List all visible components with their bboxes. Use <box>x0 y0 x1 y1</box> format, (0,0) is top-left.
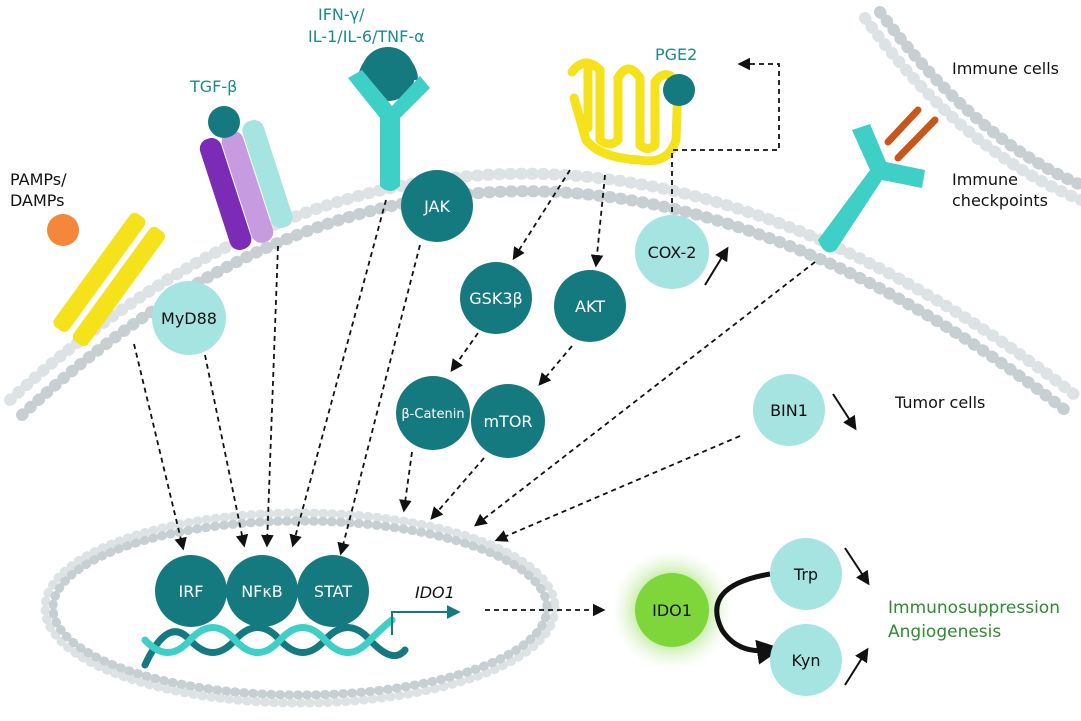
pge2-ligand <box>663 74 695 106</box>
immune-checkpoints-label-2: checkpoints <box>952 191 1048 210</box>
b-catenin-node <box>396 376 470 450</box>
cox2-node <box>635 215 709 289</box>
immune-cell-membrane <box>859 6 1081 206</box>
myd88-label: MyD88 <box>161 309 217 328</box>
irf-label: IRF <box>178 582 203 601</box>
nucleus-membrane <box>40 508 560 708</box>
immune-cells-label: Immune cells <box>952 59 1059 78</box>
irf-node <box>155 555 227 627</box>
immunosuppression-label: Immunosuppression <box>888 598 1060 618</box>
trp-kyn-conversion-arrow <box>714 571 782 665</box>
pge2-label: PGE2 <box>655 45 697 64</box>
damps-label: DAMPs <box>10 191 65 210</box>
b-catenin-label: β-Catenin <box>401 407 464 422</box>
tgf-label: TGF-β <box>189 77 237 96</box>
kyn-node <box>770 624 842 696</box>
bin1-node <box>753 374 825 446</box>
gsk3b-node <box>460 262 532 334</box>
ido1-enzyme-label: IDO1 <box>652 601 692 620</box>
mtor-node <box>471 384 545 458</box>
kyn-label: Kyn <box>792 651 821 670</box>
jak-node <box>401 170 473 242</box>
nfkb-node <box>226 555 298 627</box>
transcription-start-arrow <box>391 605 461 635</box>
kyn-up-arrow <box>844 647 869 686</box>
mtor-label: mTOR <box>483 412 532 431</box>
tlr-receptor <box>53 212 165 347</box>
il-tnf-label: IL-1/IL-6/TNF-α <box>308 27 425 46</box>
ido1-enzyme-node <box>635 573 709 647</box>
bin1-label: BIN1 <box>770 401 808 420</box>
immune-checkpoint-receptor <box>818 124 925 253</box>
cytokine-receptor <box>348 47 430 191</box>
cox2-up-arrow <box>704 246 729 286</box>
nfkb-label: NFκB <box>241 582 283 601</box>
angiogenesis-label: Angiogenesis <box>888 622 1001 642</box>
stat-node <box>297 555 369 627</box>
dna-helix <box>141 616 409 669</box>
pamps-ligand <box>47 214 79 246</box>
ifn-label: IFN-γ/ <box>318 5 365 24</box>
akt-label: AKT <box>575 297 605 316</box>
pamps-label: PAMPs/ <box>10 170 67 189</box>
stat-label: STAT <box>314 582 352 601</box>
gsk3b-label: GSK3β <box>469 289 522 308</box>
tumor-cells-label: Tumor cells <box>894 393 985 412</box>
pge2-receptor <box>567 58 683 166</box>
akt-node <box>554 270 626 342</box>
jak-label: JAK <box>423 197 450 216</box>
trp-label: Trp <box>793 565 818 584</box>
trp-down-arrow <box>844 547 870 586</box>
tgf-receptor <box>199 120 293 250</box>
immune-checkpoints-label-1: Immune <box>952 170 1018 189</box>
trp-node <box>770 538 842 610</box>
myd88-node <box>152 281 226 355</box>
ido1-gene-label: IDO1 <box>415 583 455 602</box>
signaling-arrows <box>133 169 816 617</box>
tgf-ligand <box>208 106 240 138</box>
checkpoint-ligand <box>884 106 939 162</box>
cox2-label: COX-2 <box>648 243 697 262</box>
bin1-down-arrow <box>832 393 857 431</box>
